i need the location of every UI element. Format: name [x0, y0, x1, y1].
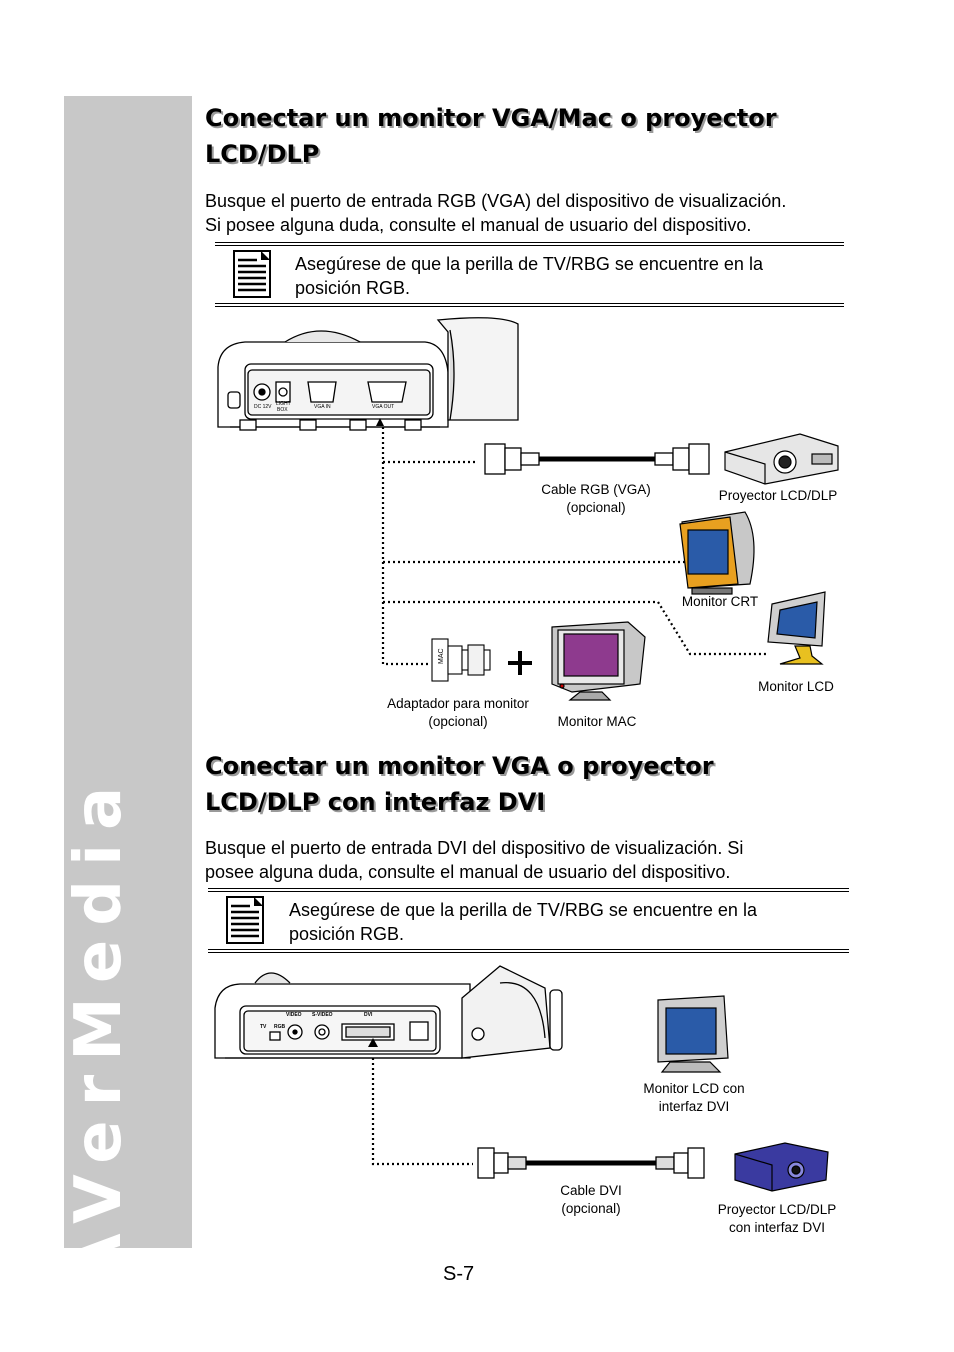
section1-note-text: Asegúrese de que la perilla de TV/RBG se… — [295, 252, 763, 300]
projector-dvi — [734, 1142, 829, 1192]
connection-arrow — [376, 418, 384, 426]
section1-note-line1: Asegúrese de que la perilla de TV/RBG se… — [295, 254, 763, 274]
label-monitor-mac: Monitor MAC — [558, 714, 637, 729]
port-label-tv: TV — [260, 1024, 267, 1030]
section2-title-line2: LCD/DLP con interfaz DVI — [205, 788, 546, 816]
rgb-cable — [484, 443, 710, 475]
projector-lcd-dlp — [724, 433, 839, 485]
label-dvi-cable: Cable DVI — [560, 1183, 622, 1198]
port-label-box: BOX — [277, 407, 288, 413]
connection-arrow — [368, 1038, 378, 1047]
page-number: S-7 — [443, 1263, 475, 1285]
diagram-dvi: VIDEO S-VIDEO DVI TV RGB Monitor LCD con… — [214, 965, 837, 1235]
monitor-crt — [679, 511, 755, 595]
section1-para-line2: Si posee alguna duda, consulte el manual… — [205, 215, 752, 235]
section2-note-line1: Asegúrese de que la perilla de TV/RBG se… — [289, 900, 757, 920]
label-adapter-optional: (opcional) — [428, 714, 487, 729]
monitor-lcd-dvi — [657, 995, 729, 1073]
port-label-vga-in: VGA IN — [314, 404, 331, 410]
port-label-rgb: RGB — [274, 1024, 286, 1030]
section2-title-line1: Conectar un monitor VGA o proyector — [205, 752, 714, 780]
note-icon — [226, 896, 264, 944]
section2-note — [208, 888, 849, 953]
brand-watermark: AVerMedia — [62, 96, 192, 1283]
section1-para-line1: Busque el puerto de entrada RGB (VGA) de… — [205, 191, 787, 211]
connection-lines — [381, 427, 767, 666]
label-projector: Proyector LCD/DLP — [719, 488, 838, 503]
connection-lines — [371, 1058, 473, 1166]
section1-note — [215, 242, 844, 307]
label-monitor-crt: Monitor CRT — [682, 594, 758, 609]
section1-title-line2: LCD/DLP — [205, 140, 320, 168]
port-label-video: VIDEO — [286, 1012, 302, 1018]
plus-sign — [508, 651, 532, 675]
presenter-device-dvi — [214, 965, 563, 1059]
adapter-mark: MAC — [438, 648, 445, 664]
section1-title-line1: Conectar un monitor VGA/Mac o proyector — [205, 104, 777, 132]
section2-para-line1: Busque el puerto de entrada DVI del disp… — [205, 838, 744, 858]
port-label-dvi: DVI — [364, 1012, 373, 1018]
sidebar-band: AVerMedia — [62, 96, 192, 1283]
note-icon — [233, 250, 271, 298]
label-rgb-cable: Cable RGB (VGA) — [541, 482, 651, 497]
label-lcd-dvi-interface: interfaz DVI — [659, 1099, 730, 1114]
section1-note-line2: posición RGB. — [295, 278, 411, 298]
monitor-lcd — [767, 591, 826, 665]
section2-paragraph: Busque el puerto de entrada DVI del disp… — [205, 836, 855, 884]
monitor-mac — [551, 621, 646, 701]
dvi-cable — [477, 1147, 705, 1179]
section2-title: Conectar un monitor VGA o proyector LCD/… — [205, 748, 714, 820]
section1-title: Conectar un monitor VGA/Mac o proyector … — [205, 100, 777, 172]
mac-adapter: MAC — [431, 638, 491, 682]
presenter-device — [217, 317, 519, 431]
label-projector-dvi: Proyector LCD/DLP — [718, 1202, 837, 1217]
brand-text: AVerMedia — [62, 772, 136, 1283]
port-label-dc12v: DC 12V — [254, 404, 272, 410]
label-dvi-cable-optional: (opcional) — [561, 1201, 620, 1216]
section1-paragraph: Busque el puerto de entrada RGB (VGA) de… — [205, 189, 786, 237]
label-projector-dvi-interface: con interfaz DVI — [729, 1220, 825, 1235]
diagram-vga: DC 12V LIGHT BOX VGA IN VGA OUT — [217, 317, 839, 729]
port-label-vga-out: VGA OUT — [372, 404, 394, 410]
label-monitor-lcd: Monitor LCD — [758, 679, 834, 694]
label-lcd-dvi: Monitor LCD con — [643, 1081, 744, 1096]
label-adapter: Adaptador para monitor — [387, 696, 529, 711]
label-rgb-cable-optional: (opcional) — [566, 500, 625, 515]
port-label-s-video: S-VIDEO — [312, 1012, 333, 1018]
section2-para-line2: posee alguna duda, consulte el manual de… — [205, 862, 731, 882]
section2-note-line2: posición RGB. — [289, 924, 405, 944]
port-label-light: LIGHT — [276, 401, 291, 407]
section2-note-text: Asegúrese de que la perilla de TV/RBG se… — [289, 898, 757, 946]
